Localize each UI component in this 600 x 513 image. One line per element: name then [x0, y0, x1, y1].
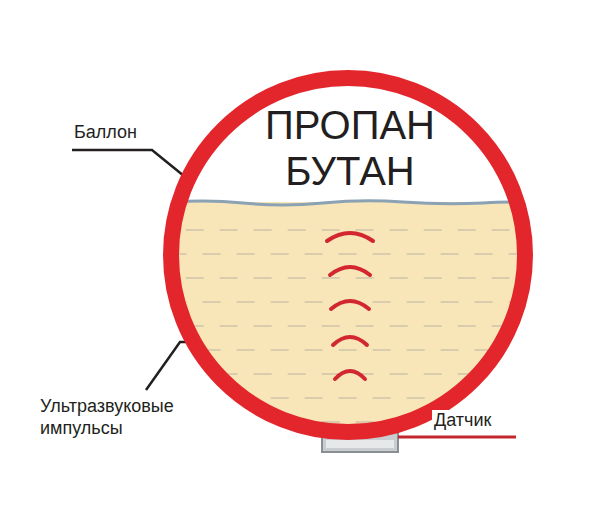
- sensor-highlight: [326, 440, 394, 448]
- part-label: Баллон: [72, 122, 139, 144]
- ultrasound-pulse: [327, 233, 373, 241]
- gas-name: ПРОПАН БУТАН: [235, 102, 465, 194]
- ultrasound-pulse: [330, 267, 370, 275]
- part-label: Ультразвуковые импульсы: [38, 396, 222, 439]
- gas-cylinder: ПРОПАН БУТАН: [163, 70, 533, 440]
- sensor-wire: [398, 436, 516, 439]
- liquid-surface: [163, 201, 533, 205]
- ultrasound-pulse: [335, 371, 365, 379]
- cylinder-wall: [171, 78, 525, 432]
- ultrasound-pulse: [333, 337, 367, 345]
- ultrasound-pulse: [331, 301, 369, 309]
- balloon-leader: [72, 150, 184, 176]
- part-label: Датчик: [432, 410, 493, 432]
